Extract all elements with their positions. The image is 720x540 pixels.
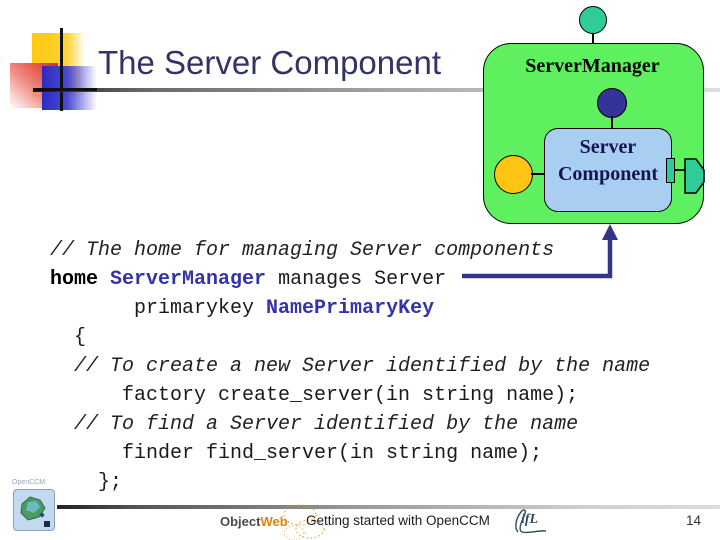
code-segment: home: [50, 268, 99, 291]
openccm-caption: OpenCCM: [12, 479, 46, 486]
receptacle-link: [674, 169, 685, 171]
code-block: // The home for managing Server componen…: [50, 236, 650, 497]
crosshair-vertical-line: [60, 28, 63, 111]
footer-title: Getting started with OpenCCM: [306, 513, 490, 528]
code-line: // To create a new Server identified by …: [50, 352, 650, 381]
offered-facet-top-icon: [579, 6, 607, 34]
lifl-swoosh-icon: [515, 509, 547, 534]
openccm-logo: [13, 489, 55, 531]
code-line: primarykey NamePrimaryKey: [50, 294, 650, 323]
lifl-label: ifL: [521, 512, 539, 527]
component-facet-stem: [611, 116, 613, 129]
code-segment: // To create a new Server identified by …: [50, 355, 651, 378]
crosshair-horizontal-line: [33, 88, 97, 91]
facet-top-stem: [592, 33, 594, 44]
code-line: finder find_server(in string name);: [50, 439, 650, 468]
code-line: };: [50, 468, 650, 497]
code-segment: NamePrimaryKey: [266, 297, 435, 320]
code-segment: [98, 268, 110, 291]
code-line: home ServerManager manages Server: [50, 265, 650, 294]
page-number: 14: [686, 513, 702, 528]
footer-divider: [57, 505, 720, 509]
code-segment: finder find_server(in string name);: [50, 442, 543, 465]
server-manager-label: ServerManager: [525, 55, 660, 77]
title-underline: [33, 88, 720, 92]
code-segment: // The home for managing Server componen…: [50, 239, 555, 262]
component-facet-icon: [597, 88, 627, 118]
code-segment: primarykey: [50, 297, 267, 320]
code-line: factory create_server(in string name);: [50, 381, 650, 410]
code-segment: manages Server: [266, 268, 447, 291]
code-segment: };: [50, 471, 123, 494]
code-segment: factory create_server(in string name);: [50, 384, 579, 407]
server-component-box: Server Component: [544, 128, 672, 212]
openccm-map-icon: [20, 496, 50, 527]
facet-left-icon: [494, 155, 533, 194]
objectweb-swirl-icon: [283, 504, 325, 540]
lifl-logo: ifL: [512, 506, 552, 538]
code-line: {: [50, 323, 650, 352]
page-title: The Server Component: [98, 44, 442, 81]
receptacle-port-icon: [666, 158, 675, 183]
server-component-label-line2: Component: [557, 163, 658, 185]
objectweb-label: ObjectWeb: [220, 514, 288, 529]
code-segment: {: [50, 326, 87, 349]
code-line: // The home for managing Server componen…: [50, 236, 650, 265]
receptacle-facet-icon: [684, 158, 705, 194]
code-line: // To find a Server identified by the na…: [50, 410, 650, 439]
objectweb-logo: ObjectWeb: [212, 504, 325, 540]
code-segment: // To find a Server identified by the na…: [50, 413, 579, 436]
facet-left-link: [531, 173, 545, 175]
code-segment: ServerManager: [110, 268, 267, 291]
server-component-label-line1: Server: [579, 136, 637, 158]
